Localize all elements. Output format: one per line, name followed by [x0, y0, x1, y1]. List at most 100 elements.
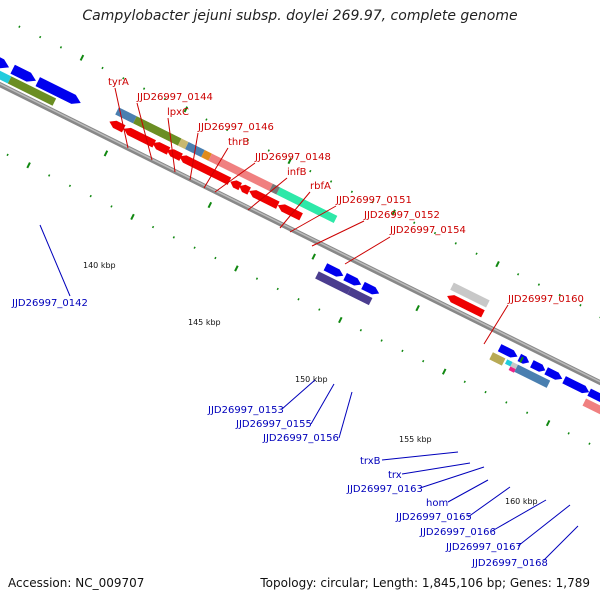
gene-rev-7: [239, 184, 251, 195]
tick-dot: [79, 54, 85, 61]
tick-dot: [255, 277, 259, 280]
gene-0153: [315, 271, 351, 295]
label-0153: JJD26997_0153: [207, 405, 284, 416]
scale-ticks: [103, 150, 524, 363]
tick-dot: [371, 200, 374, 204]
tick-dot: [101, 66, 104, 70]
label-0156: JJD26997_0156: [262, 433, 339, 444]
gene-0167: [582, 398, 600, 415]
tick-dot: [226, 128, 229, 132]
gene-rev-5: [179, 155, 232, 185]
tick-dot: [380, 339, 383, 342]
top-labels: tyrA JJD26997_0144 lpxC JJD26997_0146 th…: [108, 77, 584, 305]
gene-r-3: [530, 360, 546, 372]
genome-backbone-highlight: [0, 58, 600, 434]
gene-hom: [508, 366, 516, 373]
label-0160: JJD26997_0160: [507, 294, 584, 305]
label-0168: JJD26997_0168: [471, 558, 548, 569]
middle-reverse-genes: [109, 120, 303, 221]
center-forward-genes: [323, 263, 380, 295]
scale-tick-155: [415, 305, 420, 312]
gene-rev-8: [249, 190, 280, 209]
tick-dot: [359, 328, 362, 332]
scale-label-145: 145 kbp: [188, 318, 221, 327]
tick-dot: [391, 209, 396, 216]
center-colored-genes: [315, 271, 373, 306]
gene-trxB: [489, 352, 506, 366]
tick-dot: [205, 118, 208, 121]
tick-dot: [350, 190, 353, 194]
label-0155: JJD26997_0155: [235, 419, 312, 430]
gene-r-4: [544, 367, 563, 380]
gene-rev-4: [166, 149, 183, 161]
tick-dot: [89, 194, 92, 198]
label-0163: JJD26997_0163: [346, 484, 423, 495]
tick-dot: [234, 265, 239, 272]
tick-dot: [110, 205, 113, 208]
tick-dot: [130, 213, 135, 220]
label-0165: JJD26997_0165: [395, 512, 472, 523]
tick-dot: [338, 316, 343, 324]
gene-left-3: [35, 77, 81, 104]
label-rbfA: rbfA: [310, 181, 331, 192]
scale-label-160: 160 kbp: [505, 497, 538, 506]
gene-0142: [7, 76, 57, 106]
left-forward-genes: [0, 51, 81, 104]
gene-c-2: [343, 273, 362, 286]
gene-c-3: [361, 281, 380, 295]
topology-text: Topology: circular; Length: 1,845,106 bp…: [260, 576, 590, 590]
tick-dot: [193, 246, 196, 249]
right-colored-genes: [489, 352, 600, 415]
scale-label-155: 155 kbp: [399, 435, 432, 444]
tick-dot: [68, 184, 72, 188]
label-0146: JJD26997_0146: [197, 122, 274, 133]
tick-dot: [558, 293, 561, 297]
scale-tick-150: [311, 253, 316, 260]
scale-tick-160: [519, 356, 524, 363]
gene-0144: [133, 116, 182, 146]
gene-r-6: [587, 388, 600, 402]
gene-c-1: [323, 263, 344, 277]
gene-left-cyan: [0, 69, 12, 84]
label-0167: JJD26997_0167: [445, 542, 522, 553]
gene-r-2: [517, 353, 530, 364]
tick-dot: [441, 368, 447, 375]
tick-dot: [475, 252, 478, 255]
cluster-0160: [447, 282, 490, 318]
tick-dot: [26, 162, 31, 169]
label-trx: trx: [388, 470, 402, 481]
label-leaders: [39, 87, 579, 561]
tick-dot: [401, 349, 404, 353]
label-0154: JJD26997_0154: [389, 225, 466, 236]
gene-rev-6: [230, 180, 242, 191]
label-0148: JJD26997_0148: [254, 152, 331, 163]
tick-dot: [39, 35, 42, 39]
gene-rev-1: [109, 120, 126, 133]
map-title: Campylobacter jejuni subsp. doylei 269.9…: [82, 8, 518, 24]
label-infB: infB: [287, 167, 307, 178]
gene-lpxC: [177, 138, 189, 150]
accession-text: Accession: NC_009707: [8, 576, 145, 590]
tick-dot: [48, 174, 51, 177]
label-hom: hom: [426, 498, 448, 509]
tick-dot: [276, 287, 279, 291]
label-0142: JJD26997_0142: [11, 298, 88, 309]
gene-left-1: [0, 51, 10, 69]
tick-dot: [454, 242, 457, 245]
scale-label-150: 150 kbp: [295, 375, 328, 384]
tick-dot: [505, 401, 508, 404]
tick-dot: [579, 304, 582, 307]
label-lpxC: lpxC: [167, 107, 189, 118]
scale-tick-labels: 140 kbp 145 kbp 150 kbp 155 kbp 160 kbp: [83, 261, 538, 506]
gene-0160: [450, 282, 490, 308]
tick-dot: [537, 283, 541, 286]
gene-tyrA: [115, 107, 137, 124]
tick-dot: [463, 380, 466, 384]
tick-dot: [183, 106, 189, 113]
label-thrB: thrB: [228, 137, 249, 148]
label-0152: JJD26997_0152: [363, 210, 440, 221]
tick-dot: [525, 411, 529, 414]
tick-dot: [163, 97, 166, 101]
tick-dot: [59, 46, 63, 49]
